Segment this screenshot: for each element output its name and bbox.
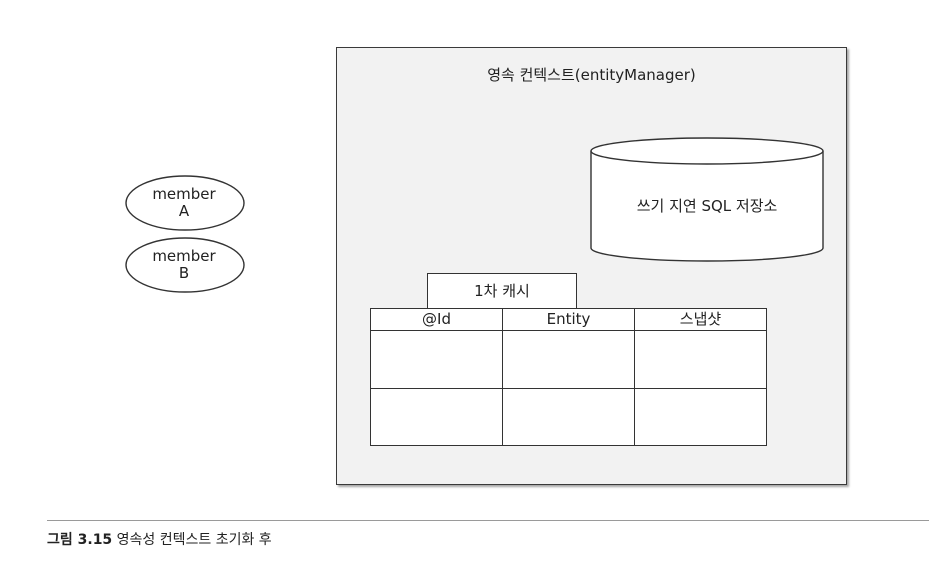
write-store-label: 쓰기 지연 SQL 저장소 [636,197,778,215]
member-a: member A [126,186,242,220]
figure-number: 그림 3.15 [47,532,113,548]
caption-divider [47,520,929,521]
figure-caption-text: 영속성 컨텍스트 초기화 후 [116,532,272,548]
cache-row [370,330,767,389]
cache-column-id: @Id [370,308,503,331]
cache-cell [370,387,503,446]
member-a-line1: member [152,185,216,203]
cache-column-snapshot: 스냅샷 [634,308,767,331]
cylinder-top [590,137,824,165]
member-b-line2: B [178,264,190,282]
member-b-line1: member [152,247,216,265]
member-a-ellipse [125,175,245,231]
cylinder-body [590,151,824,262]
cache-row [370,387,767,446]
figure-caption: 그림 3.15 영속성 컨텍스트 초기화 후 [47,529,272,549]
member-b: member B [126,248,242,282]
member-a-line2: A [178,202,190,220]
first-level-cache-label: 1차 캐시 [427,273,577,309]
cache-cell [634,387,767,446]
member-b-ellipse [125,237,245,293]
first-level-cache-table: @Id Entity 스냅샷 [370,308,767,446]
cache-header-row: @Id Entity 스냅샷 [370,308,767,331]
cache-column-entity: Entity [502,308,635,331]
cache-cell [502,387,635,446]
cache-cell [634,330,767,389]
cache-cell [370,330,503,389]
cache-cell [502,330,635,389]
persistence-context-title: 영속 컨텍스트(entityManager) [487,66,696,84]
